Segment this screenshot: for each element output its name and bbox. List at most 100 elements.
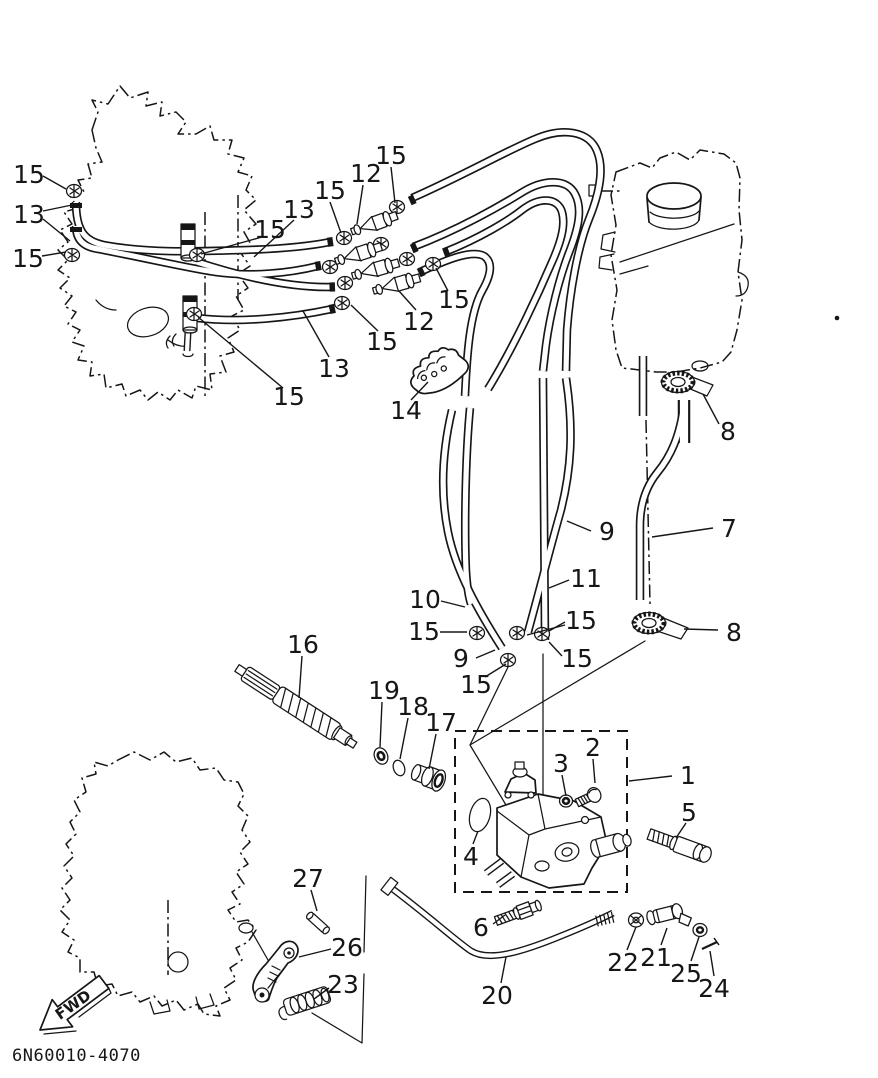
callout-leader [200,236,263,255]
part-callout-1: 1 [680,761,696,790]
callout-leader [253,219,295,258]
part-callout-15: 15 [438,285,470,314]
part-callout-3: 3 [553,749,569,778]
callout-leader [356,184,364,225]
callout-leader [561,774,567,797]
callout-leader [298,948,332,958]
washer-25 [692,922,708,938]
part-callout-13: 13 [13,200,45,229]
callout-leader [313,987,330,1000]
callout-leader [690,936,700,962]
oring-18 [392,759,406,777]
callout-leader [410,381,429,401]
callout-leader [41,251,67,257]
rod-threads [595,911,615,927]
part-callout-15: 15 [366,327,398,356]
part-callout-15: 15 [375,141,407,170]
callout-leader [42,218,71,242]
part-callout-22: 22 [607,948,639,977]
part-callout-25: 25 [670,959,702,988]
part-callout-15: 15 [565,606,597,635]
callout-leader [42,204,73,212]
washer-19 [373,747,389,765]
pin-27 [305,911,331,935]
cotter-pin-24 [701,937,720,950]
hose-holder [410,347,470,395]
callout-leader [500,956,507,984]
worm-shaft [234,664,358,749]
part-callout-11: 11 [570,564,602,593]
callout-leader [675,822,687,839]
callout-leader [475,649,496,659]
callout-leader [329,201,342,234]
callout-leader [399,717,409,760]
callout-leader [42,175,67,190]
bushing-17 [410,764,447,792]
callout-leader [626,926,637,951]
part-callout-17: 17 [425,708,457,737]
part-callout-23: 23 [327,970,359,999]
callout-leader [428,733,437,770]
part-callout-24: 24 [698,974,730,1003]
part-callout-15: 15 [273,382,305,411]
fwd-arrow: FWD [39,974,112,1035]
callout-leader [302,310,330,358]
washer-22 [627,912,645,928]
callout-leader [440,600,466,608]
callout-leader [548,641,563,657]
part-callout-7: 7 [721,514,737,543]
part-callout-15: 15 [254,215,286,244]
part-callout-15: 15 [314,176,346,205]
part-callout-15: 15 [460,670,492,699]
part-callout-16: 16 [287,630,319,659]
callout-leader [660,927,668,946]
oil-pump [483,761,632,889]
engine-block-bottom [59,751,257,1017]
rod-end-cap [380,876,399,897]
part-callout-6: 6 [473,913,489,942]
part-callout-19: 19 [368,676,400,705]
bolt-5 [646,828,712,863]
part-callout-2: 2 [585,733,601,762]
part-callout-5: 5 [681,798,697,827]
part-callout-12: 12 [403,307,435,336]
bolt-6 [493,899,542,926]
part-callout-8: 8 [720,417,736,446]
part-callout-10: 10 [409,585,441,614]
part-callout-14: 14 [390,396,422,425]
part-callout-13: 13 [318,354,350,383]
pump-spool [590,832,632,858]
callout-leader [683,628,719,631]
callout-leader [484,663,507,678]
part-callout-13: 13 [283,195,315,224]
pump-assembly-box [454,730,628,893]
part-callout-9: 9 [453,644,469,673]
callout-leader [379,701,383,748]
callout-leader [390,166,396,204]
part-callout-4: 4 [463,842,479,871]
callout-leader [350,304,379,332]
assembly-lines [251,419,651,1044]
callout-leader [398,290,417,311]
part-callout-21: 21 [640,943,672,972]
filler-cap [646,182,702,230]
bolt-2 [574,787,602,808]
gasket-4 [468,797,492,833]
part-callout-15: 15 [13,160,45,189]
part-callout-15: 15 [561,644,593,673]
part-callout-26: 26 [331,933,363,962]
part-callout-18: 18 [397,692,429,721]
callout-leader [548,579,570,589]
diagram-code: 6N60010-4070 [12,1046,141,1066]
part-callout-20: 20 [481,981,513,1010]
part-callout-8: 8 [726,618,742,647]
washer-3 [558,794,574,808]
callout-leader [566,520,592,532]
lever-26 [252,940,299,1003]
part-callout-15: 15 [408,617,440,646]
callout-leader [628,775,673,782]
part-callout-15: 15 [12,244,44,273]
callout-leader [526,624,566,636]
